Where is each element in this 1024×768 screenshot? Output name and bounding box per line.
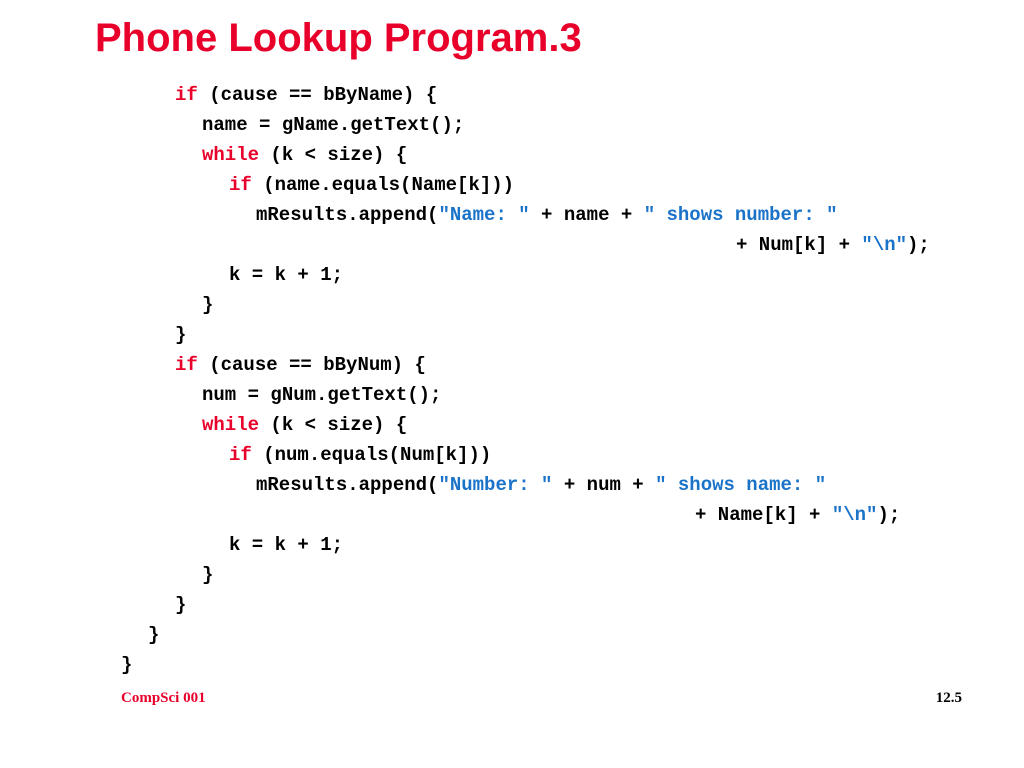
code-text: } [148,624,160,646]
code-line: if (cause == bByNum) { [175,354,426,376]
code-line: mResults.append("Name: " + name + " show… [256,204,838,226]
code-text: } [202,294,214,316]
code-text: num = gNum.getText(); [202,384,442,406]
string-literal: " shows number: " [643,204,838,226]
code-line: while (k < size) { [202,144,407,166]
code-text: + num + [552,474,656,496]
code-text: (cause == bByName) { [197,84,438,106]
code-line: } [148,624,159,646]
string-literal: " shows name: " [655,474,827,496]
code-text: } [121,654,133,676]
string-literal: "Number: " [438,474,553,496]
string-literal: "Name: " [438,204,530,226]
code-text: + Num[k] + [736,234,862,256]
code-text: k = k + 1; [229,264,344,286]
keyword: if [175,354,198,376]
code-text: (cause == bByNum) { [197,354,426,376]
keyword: while [202,414,260,436]
code-line: + Num[k] + "\n"); [736,234,930,256]
code-text: (num.equals(Num[k])) [251,444,492,466]
footer-slide-number: 12.5 [935,690,962,706]
code-text: + Name[k] + [695,504,832,526]
code-line: if (cause == bByName) { [175,84,437,106]
code-line: name = gName.getText(); [202,114,464,136]
code-line: + Name[k] + "\n"); [695,504,900,526]
code-text: ); [877,504,901,526]
code-text: + name + [529,204,644,226]
code-line: } [202,564,213,586]
keyword: if [229,444,252,466]
string-literal: "\n" [861,234,908,256]
keyword: if [229,174,252,196]
code-line: k = k + 1; [229,264,343,286]
string-literal: "\n" [831,504,878,526]
code-text: } [202,564,214,586]
code-line: } [175,324,186,346]
footer-course-label: CompSci 001 [121,690,206,706]
code-line: } [202,294,213,316]
code-line: if (name.equals(Name[k])) [229,174,514,196]
slide-title: Phone Lookup Program.3 [95,16,582,60]
code-text: } [175,324,187,346]
code-text: name = gName.getText(); [202,114,465,136]
code-line: mResults.append("Number: " + num + " sho… [256,474,826,496]
code-line: } [175,594,186,616]
code-line: k = k + 1; [229,534,343,556]
code-text: (k < size) { [259,414,408,436]
code-line: while (k < size) { [202,414,407,436]
code-text: ); [907,234,930,256]
code-line: } [121,654,132,676]
code-text: k = k + 1; [229,534,344,556]
code-text: (name.equals(Name[k])) [251,174,515,196]
keyword: if [175,84,198,106]
code-text: (k < size) { [259,144,408,166]
keyword: while [202,144,260,166]
code-line: num = gNum.getText(); [202,384,441,406]
code-text: } [175,594,187,616]
code-line: if (num.equals(Num[k])) [229,444,491,466]
code-text: mResults.append( [256,474,439,496]
code-text: mResults.append( [256,204,439,226]
